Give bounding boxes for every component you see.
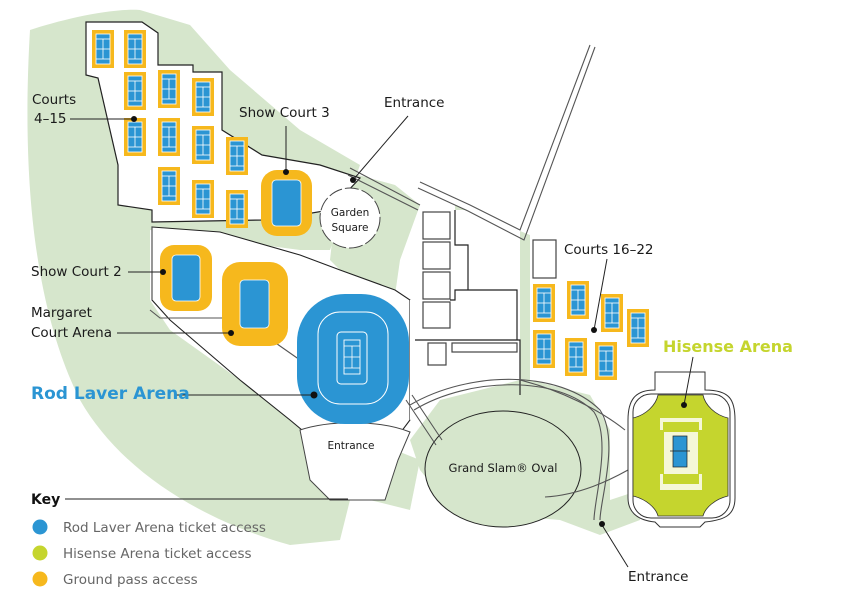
hisense-arena-label: Hisense Arena — [663, 337, 793, 356]
outside-court[interactable] — [124, 30, 146, 68]
entrance-north-label: Entrance — [384, 95, 445, 111]
outside-court[interactable] — [565, 338, 587, 376]
key-label-hisense: Hisense Arena ticket access — [63, 546, 252, 562]
outside-court[interactable] — [595, 342, 617, 380]
garden-square-label-2: Square — [332, 222, 369, 234]
leaders — [70, 115, 694, 568]
hisense-arena[interactable] — [627, 371, 736, 528]
courts-4-15-label-1: Courts — [32, 92, 76, 108]
key-title: Key — [31, 492, 60, 508]
garden-square-label-1: Garden — [331, 207, 369, 219]
key-label-ground-pass: Ground pass access — [63, 572, 198, 588]
show-court-3[interactable] — [261, 170, 312, 236]
key-swatch-hisense — [32, 545, 48, 561]
outside-court[interactable] — [192, 78, 214, 116]
map-key: Key Rod Laver Arena ticket access Hisens… — [31, 492, 348, 588]
margaret-court-arena[interactable] — [222, 262, 288, 346]
outside-court[interactable] — [226, 190, 248, 228]
courts-16-22-label: Courts 16–22 — [564, 242, 654, 258]
outside-court[interactable] — [627, 309, 649, 347]
outside-court[interactable] — [192, 180, 214, 218]
show-court-2-label: Show Court 2 — [31, 264, 122, 280]
margaret-court-label-2: Court Arena — [31, 325, 112, 341]
outside-court[interactable] — [158, 70, 180, 108]
outside-court[interactable] — [192, 126, 214, 164]
outside-court[interactable] — [92, 30, 114, 68]
show-court-3-label: Show Court 3 — [239, 105, 330, 121]
access-roads — [347, 44, 596, 241]
outside-court[interactable] — [533, 330, 555, 368]
outside-court[interactable] — [533, 284, 555, 322]
show-court-2[interactable] — [160, 245, 212, 311]
outside-court[interactable] — [158, 167, 180, 205]
outside-court[interactable] — [124, 72, 146, 110]
key-swatch-ground-pass — [32, 571, 48, 587]
grand-slam-oval — [424, 410, 582, 528]
margaret-court-label-1: Margaret — [31, 305, 92, 321]
plaza-plot — [410, 210, 520, 420]
outside-courts — [92, 30, 649, 380]
outside-court[interactable] — [124, 118, 146, 156]
south-entrance-plaza — [299, 422, 411, 501]
outside-court[interactable] — [567, 281, 589, 319]
outside-court[interactable] — [158, 118, 180, 156]
courts-4-15-label-2: 4–15 — [34, 111, 67, 127]
key-label-rod-laver: Rod Laver Arena ticket access — [63, 520, 266, 536]
garden-square — [319, 187, 381, 249]
rod-laver-arena-label: Rod Laver Arena — [31, 384, 190, 404]
outside-court[interactable] — [601, 294, 623, 332]
grand-slam-oval-label: Grand Slam® Oval — [449, 461, 558, 475]
outside-court[interactable] — [226, 137, 248, 175]
rod-laver-arena[interactable] — [297, 294, 409, 424]
buildings — [422, 211, 557, 366]
entrance-east-label: Entrance — [628, 569, 689, 585]
entrance-south-label: Entrance — [327, 440, 374, 452]
key-swatch-rod-laver — [32, 519, 48, 535]
